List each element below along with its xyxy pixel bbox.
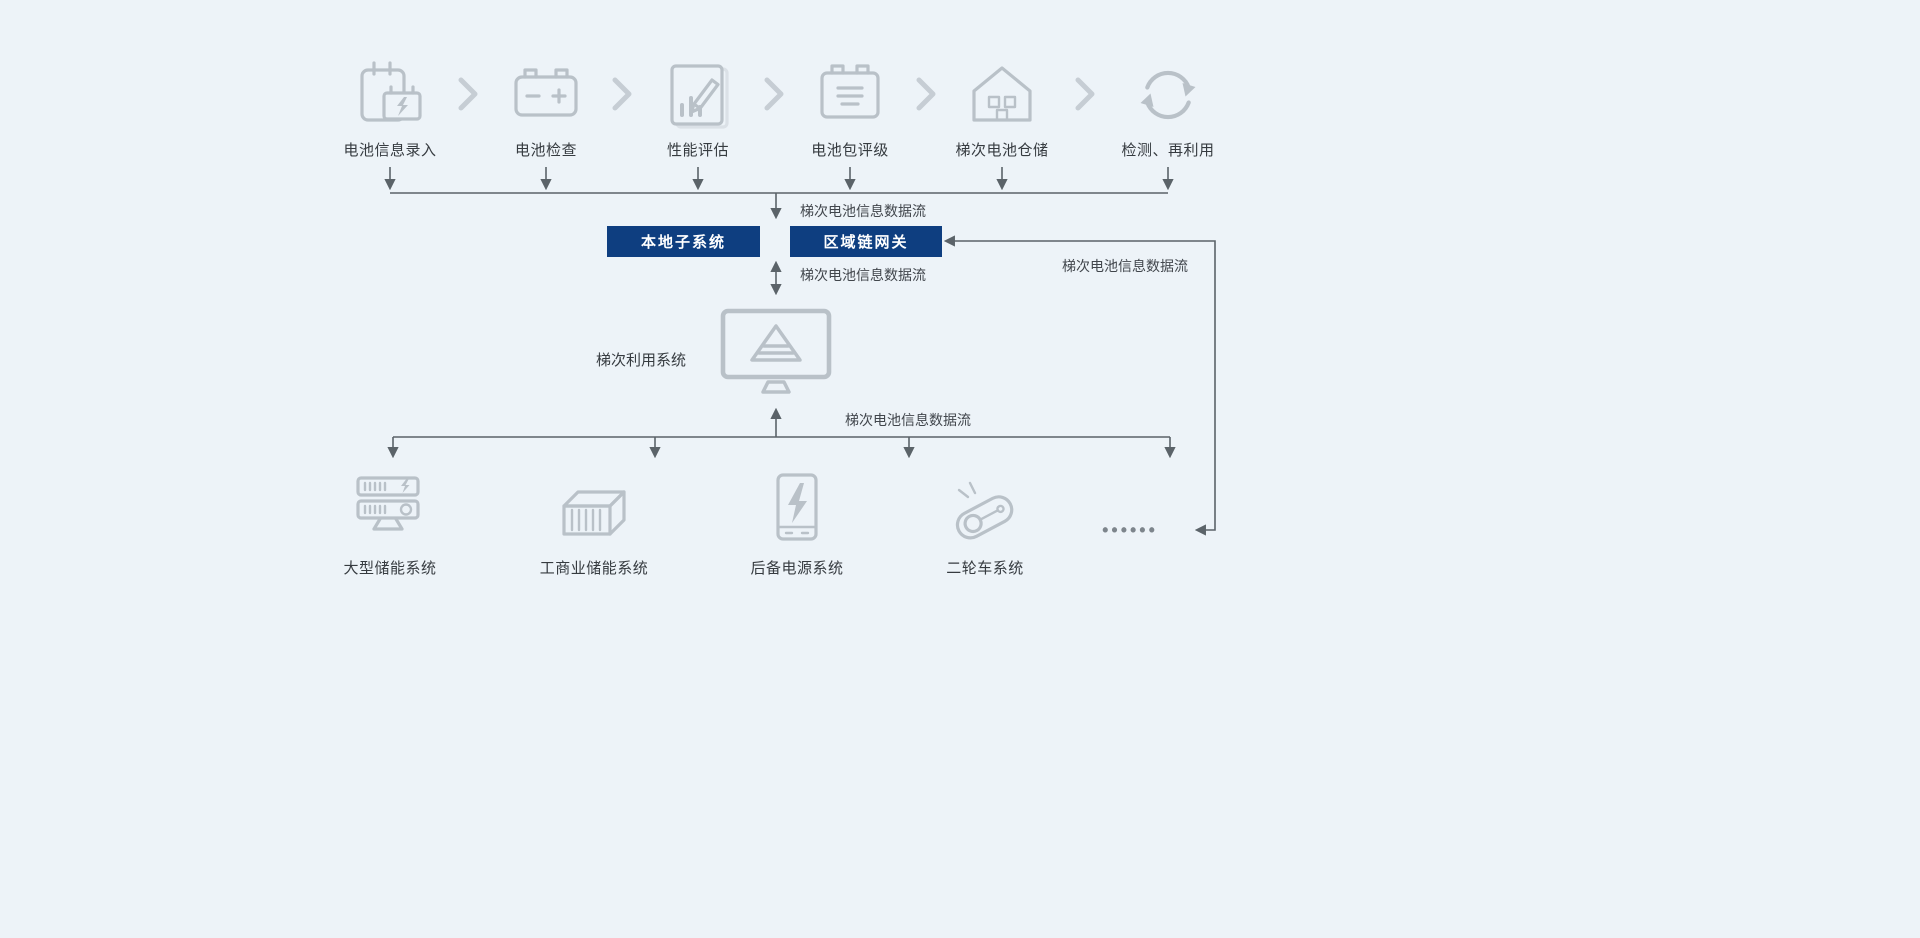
chevron-right-icon: [611, 77, 633, 111]
chevron-right-icon: [1074, 77, 1096, 111]
step-label-recycle-reuse: 检测、再利用: [1121, 142, 1215, 159]
app-label-large-storage: 大型储能系统: [343, 560, 437, 577]
step-label-battery-storage: 梯次电池仓储: [955, 142, 1049, 159]
app-label-two-wheeler: 二轮车系统: [946, 560, 1024, 577]
step-label-battery-info-entry: 电池信息录入: [343, 142, 437, 159]
data-flow-label-distribute: 梯次电池信息数据流: [845, 412, 971, 428]
battery-storage-icon: [964, 57, 1040, 133]
chevron-right-icon: [457, 77, 479, 111]
data-flow-label-feedback: 梯次电池信息数据流: [1062, 258, 1188, 274]
performance-evaluation-icon: [660, 57, 736, 133]
data-flow-label-collect: 梯次电池信息数据流: [800, 203, 926, 219]
two-wheeler-icon: [943, 478, 1027, 550]
local-subsystem-label: 本地子系统: [640, 234, 726, 251]
step-label-battery-check: 电池检查: [514, 142, 578, 159]
backup-power-icon: [759, 470, 835, 550]
core-system-label: 梯次利用系统: [595, 352, 687, 369]
chevron-right-icon: [915, 77, 937, 111]
recycle-reuse-icon: [1130, 57, 1206, 133]
app-label-backup-power: 后备电源系统: [750, 560, 844, 577]
step-label-pack-rating: 电池包评级: [811, 142, 889, 159]
step-label-performance-eval: 性能评估: [666, 142, 730, 159]
data-flow-label-link: 梯次电池信息数据流: [800, 267, 926, 283]
commercial-storage-icon: [552, 480, 636, 548]
chain-gateway-box: 区域链网关: [790, 226, 942, 257]
battery-info-entry-icon: [352, 57, 428, 133]
app-label-commercial-storage: 工商业储能系统: [539, 560, 649, 577]
battery-check-icon: [508, 57, 584, 133]
chevron-right-icon: [763, 77, 785, 111]
large-storage-icon: [350, 470, 430, 550]
chain-gateway-label: 区域链网关: [823, 234, 909, 251]
battery-pack-rating-icon: [812, 57, 888, 133]
more-applications-ellipsis: ••••••: [1102, 520, 1158, 540]
local-subsystem-box: 本地子系统: [607, 226, 760, 257]
monitor-icon: [716, 306, 836, 402]
